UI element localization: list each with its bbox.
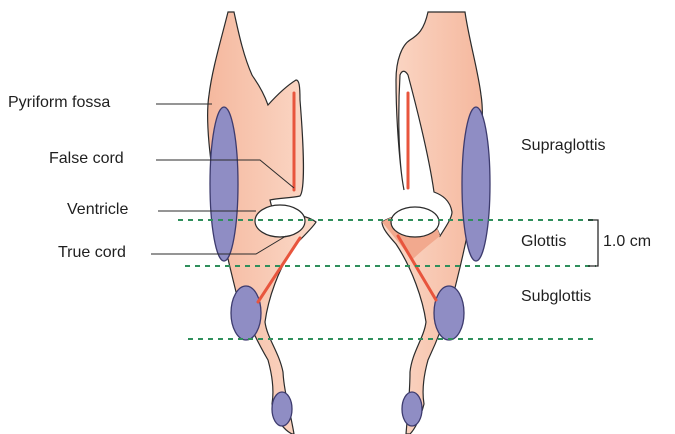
right-tracheal-ring <box>402 392 422 426</box>
left-thyroid-cartilage <box>210 107 238 261</box>
glottis-label: Glottis <box>521 234 566 250</box>
left-cricoid-cartilage <box>231 286 261 340</box>
subglottis-label: Subglottis <box>521 289 591 305</box>
right-thyroid-cartilage <box>462 107 490 261</box>
left-tracheal-ring <box>272 392 292 426</box>
ventricle-label: Ventricle <box>67 202 128 218</box>
glottis-height-bracket <box>588 220 598 266</box>
left-laryngeal-wall <box>208 12 316 434</box>
right-laryngeal-wall <box>382 12 490 434</box>
false-cord-label: False cord <box>49 151 124 167</box>
glottis-height-label: 1.0 cm <box>603 234 651 250</box>
true-cord-label: True cord <box>58 245 126 261</box>
right-cricoid-cartilage <box>434 286 464 340</box>
right-ventricle-space <box>391 207 439 237</box>
supraglottis-label: Supraglottis <box>521 138 606 154</box>
pyriform-fossa-label: Pyriform fossa <box>8 95 110 111</box>
